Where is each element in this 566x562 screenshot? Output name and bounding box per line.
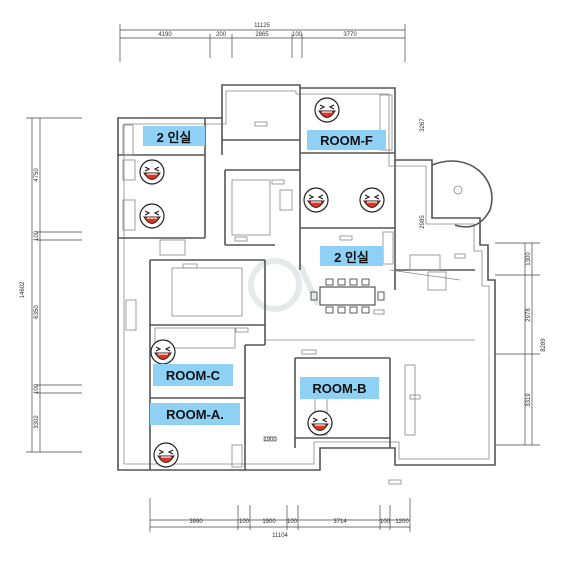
fixtures <box>122 94 466 485</box>
right-mid-dimension: 2985 <box>420 215 426 229</box>
laughing-face-icon <box>303 187 329 213</box>
right-dimension-group <box>495 242 540 446</box>
room-label-room-c: ROOM-C <box>153 364 233 386</box>
room-label-room-b: ROOM-B <box>300 377 379 399</box>
laughing-face-icon <box>314 97 340 123</box>
laughing-face-icon <box>359 187 385 213</box>
room-label-two-person-center: 2 인실 <box>320 246 383 266</box>
bottom-dimension-5: 3714 <box>333 519 347 525</box>
bottom-total-dimension: 11104 <box>272 533 288 539</box>
left-dimension-3: 6350 <box>34 305 40 319</box>
room-label-room-a: ROOM-A. <box>150 403 240 425</box>
left-dimension-4: 100 <box>34 383 40 394</box>
laughing-face-icon <box>139 159 165 185</box>
interior-partitions <box>118 88 475 470</box>
top-dimension-2: 200 <box>216 32 227 38</box>
top-dimension-1: 4190 <box>158 32 172 38</box>
left-dimension-group <box>26 117 82 453</box>
left-dimension-1: 4750 <box>34 168 40 182</box>
logo-watermark <box>248 258 321 312</box>
dining-chairs <box>310 278 385 314</box>
room-label-room-f: ROOM-F <box>307 130 386 150</box>
left-dimension-5: 3302 <box>34 415 40 429</box>
top-dimension-3: 2865 <box>255 32 269 38</box>
bottom-dimension-2: 100 <box>239 519 250 525</box>
right-dimension-2: 2978 <box>526 308 532 322</box>
left-dimension-2: 100 <box>34 230 40 241</box>
dining-table <box>319 286 376 306</box>
corridor-dimension: 1900 <box>263 437 277 443</box>
right-dimension-1: 1300 <box>526 252 532 266</box>
laughing-face-icon <box>150 339 176 365</box>
right-top-dimension: 3267 <box>420 118 426 132</box>
laughing-face-icon <box>139 203 165 229</box>
bottom-dimension-7: 1200 <box>395 519 409 525</box>
bottom-dimension-group <box>149 498 411 532</box>
left-total-dimension: 14602 <box>20 281 26 298</box>
top-total-dimension: 11125 <box>254 23 270 29</box>
room-label-two-person-left: 2 인실 <box>143 126 205 146</box>
right-dimension-3: 3319 <box>526 393 532 407</box>
bottom-dimension-4: 100 <box>287 519 298 525</box>
walls <box>117 84 496 471</box>
right-total-dimension: 8289 <box>541 338 547 352</box>
laughing-face-icon <box>307 410 333 436</box>
bottom-dimension-6: 100 <box>380 519 391 525</box>
top-dimension-4: 100 <box>292 32 303 38</box>
top-dimension-5: 3770 <box>343 32 357 38</box>
bottom-dimension-1: 3990 <box>189 519 203 525</box>
top-dimension-group <box>119 24 406 62</box>
laughing-face-icon <box>153 442 179 468</box>
bottom-dimension-3: 1900 <box>262 519 276 525</box>
